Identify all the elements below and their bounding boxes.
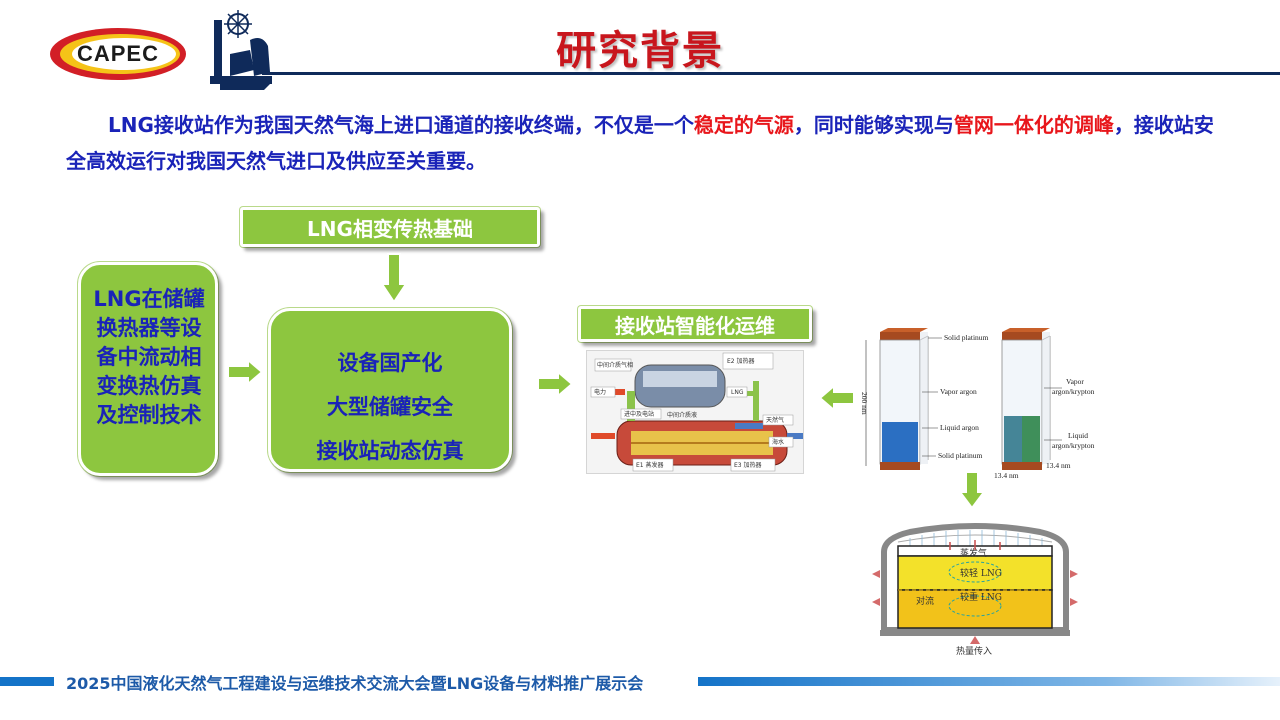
- figure-dimension-label: 13.4 nm: [1046, 461, 1071, 470]
- process-label: 电力: [594, 388, 606, 396]
- equipment-localization-box: 设备国产化 大型储罐安全 接收站动态仿真: [268, 308, 512, 472]
- footer-bar-left: [0, 677, 54, 686]
- tank-label-heavy-lng: 较重 LNG: [960, 591, 1002, 603]
- left-box-line: 变换热仿真: [96, 374, 202, 398]
- intro-paragraph: LNG接收站作为我国天然气海上进口通道的接收终端，不仅是一个稳定的气源，同时能够…: [66, 107, 1216, 179]
- figure-label: Solid platinum: [944, 333, 989, 342]
- arrow-down-icon: [380, 253, 408, 304]
- arrow-right-icon: [227, 358, 264, 386]
- logo-text: CAPEC: [76, 41, 159, 66]
- capec-logo-icon: [50, 28, 186, 80]
- intro-text-1: LNG接收站作为我国天然气海上进口通道的接收终端，不仅是一个: [108, 113, 694, 137]
- intro-text-3: ，接收站安全高效运行对我国天然气进口及供应至关重要。: [66, 113, 1214, 173]
- process-figure: 中间介质气相 E2 加热器 电力 LNG 进中及电站 中间介质液 天然气 海水 …: [586, 350, 804, 474]
- figure-label: argon/krypton: [1052, 387, 1095, 396]
- figure-label: Liquid argon: [940, 423, 979, 432]
- figure-label: Solid platinum: [938, 451, 983, 460]
- phase-change-heat-transfer-box: LNG相变传热基础: [240, 207, 540, 247]
- figure-label: Vapor argon: [940, 387, 977, 396]
- process-label: LNG: [731, 389, 744, 396]
- tank-label-light-lng: 较轻 LNG: [960, 567, 1002, 579]
- tank-label-boil-off-gas: 蒸发气: [960, 547, 987, 559]
- figure-dimension-label: 13.4 nm: [994, 471, 1019, 480]
- intelligent-operation-box: 接收站智能化运维: [578, 306, 812, 342]
- arrow-left-icon: [818, 384, 855, 412]
- worker-emblem-icon: [210, 10, 276, 90]
- process-label: 进中及电站: [624, 410, 654, 418]
- intro-highlight-peak-shaving: 管网一体化的调峰: [953, 113, 1114, 137]
- footer-conference-title: 2025中国液化天然气工程建设与运维技术交流大会暨LNG设备与材料推广展示会: [66, 674, 644, 693]
- process-label: E2 加热器: [727, 357, 755, 365]
- middle-box-line: 接收站动态仿真: [316, 439, 464, 463]
- page-title: 研究背景: [556, 28, 724, 74]
- middle-box-line: 设备国产化: [337, 351, 443, 375]
- figure-label: Vapor: [1066, 377, 1084, 386]
- capec-logo: CAPEC: [48, 26, 188, 82]
- molecular-dynamics-figure: 200 nm Solid platinum Vapor argon Liquid…: [856, 326, 1116, 486]
- process-label: 中间介质气相: [597, 361, 633, 369]
- left-box-line: 及控制技术: [96, 403, 202, 427]
- process-label: E1 蒸发器: [636, 461, 664, 469]
- process-label: E3 加热器: [734, 461, 762, 469]
- intro-highlight-stable-source: 稳定的气源: [693, 113, 794, 137]
- flow-simulation-box: LNG在储罐 换热器等设 备中流动相 变换热仿真 及控制技术: [78, 262, 218, 476]
- figure-dimension-label: 200 nm: [860, 392, 869, 415]
- left-box-line: 备中流动相: [96, 345, 202, 369]
- middle-box-line: 大型储罐安全: [327, 395, 453, 419]
- process-label: 中间介质液: [667, 411, 697, 419]
- left-box-line: 换热器等设: [96, 316, 202, 340]
- footer-bar-right: [698, 677, 1280, 686]
- figure-label: argon/krypton: [1052, 441, 1095, 450]
- process-label: 天然气: [766, 416, 784, 424]
- process-label: 海水: [772, 438, 784, 446]
- lng-tank-figure: 蒸发气 较轻 LNG 较重 LNG 对流 热量传入: [870, 520, 1080, 660]
- left-box-line: LNG在储罐: [93, 287, 205, 311]
- intro-text-2: ，同时能够实现与: [793, 113, 954, 137]
- figure-label: Liquid: [1068, 431, 1088, 440]
- arrow-down-icon: [958, 471, 986, 510]
- arrow-right-icon: [537, 370, 574, 398]
- tank-label-heat-input: 热量传入: [956, 645, 992, 657]
- tank-label-convection: 对流: [916, 595, 934, 607]
- header-divider: [262, 72, 1280, 75]
